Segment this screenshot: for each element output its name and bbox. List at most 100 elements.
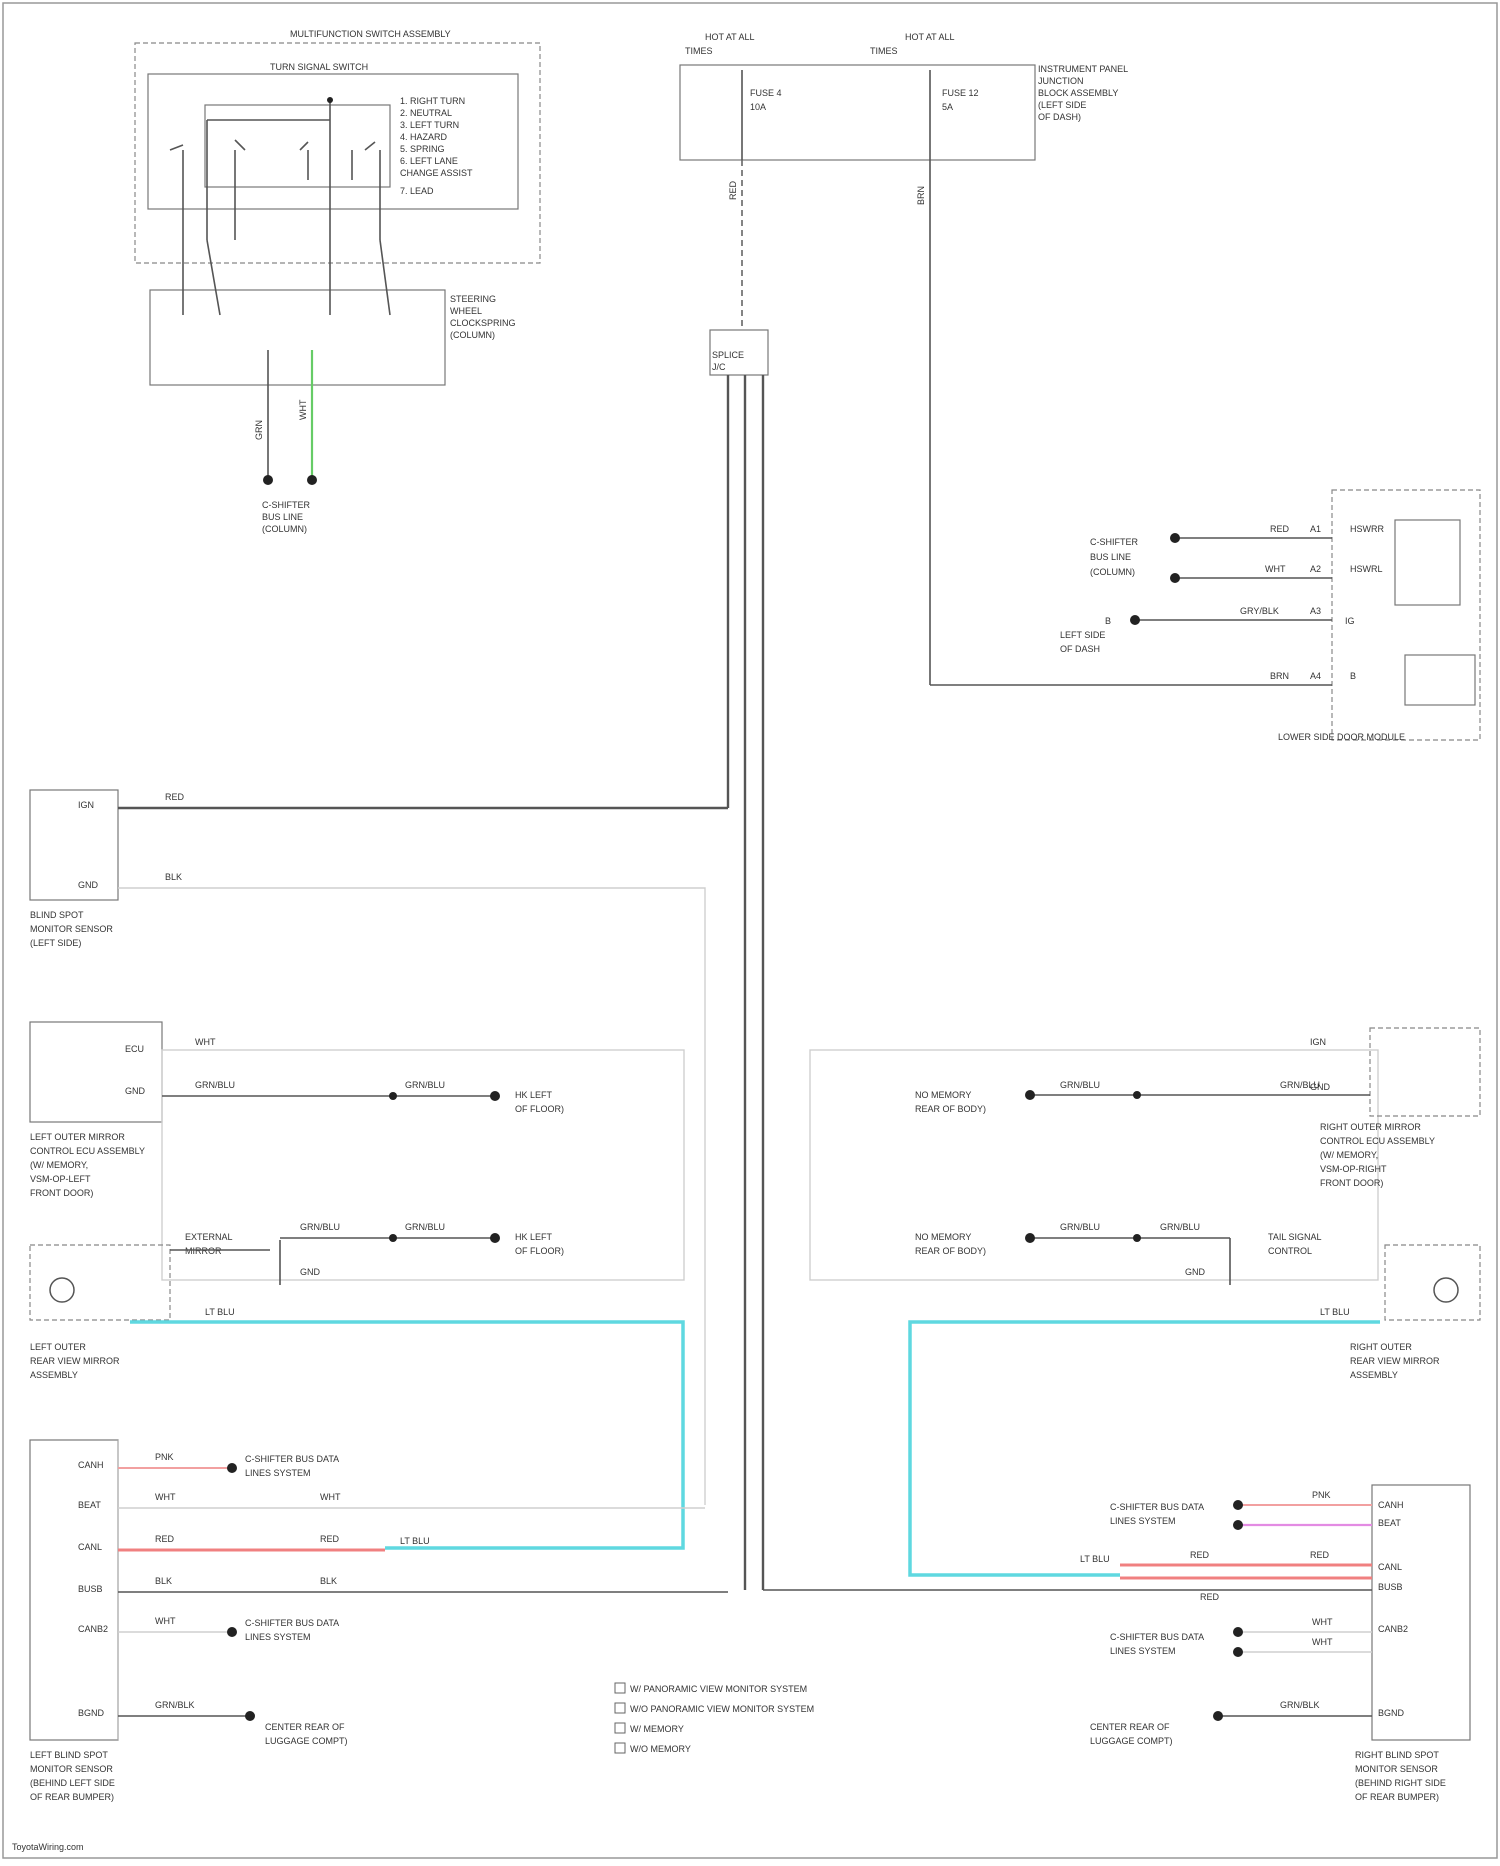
svg-text:LEFT OUTER MIRROR: LEFT OUTER MIRROR — [30, 1132, 125, 1142]
svg-text:RIGHT BLIND SPOT: RIGHT BLIND SPOT — [1355, 1750, 1439, 1760]
right-radar-wire-wht1: WHT — [1312, 1617, 1333, 1627]
right-cyan-wire — [910, 1322, 1380, 1575]
blind-spot-left-box — [30, 790, 118, 900]
left-ecu-pin-2: GND — [125, 1086, 146, 1096]
left-radar-mid-wht: WHT — [320, 1492, 341, 1502]
svg-text:(LEFT SIDE): (LEFT SIDE) — [30, 938, 81, 948]
door-module-inner — [1395, 520, 1460, 605]
svg-text:3. LEFT TURN: 3. LEFT TURN — [400, 120, 459, 130]
left-cyan-wire — [130, 1322, 683, 1548]
svg-text:HK LEFT: HK LEFT — [515, 1090, 553, 1100]
svg-text:6. LEFT LANE: 6. LEFT LANE — [400, 156, 458, 166]
svg-text:LEFT BLIND SPOT: LEFT BLIND SPOT — [30, 1750, 108, 1760]
left-ecu-right-label: HK LEFT OF FLOOR) — [515, 1090, 564, 1114]
left-radar-box — [30, 1440, 118, 1740]
module-pin-4: A4 — [1310, 671, 1321, 681]
svg-text:J/C: J/C — [712, 362, 726, 372]
module-pin-name-4: B — [1350, 671, 1356, 681]
blind-spot-gnd-wire — [118, 888, 705, 1505]
module-wire-label-4: BRN — [1270, 671, 1289, 681]
svg-text:WHEEL: WHEEL — [450, 306, 482, 316]
terminal-dot — [1233, 1647, 1243, 1657]
svg-text:(COLUMN): (COLUMN) — [262, 524, 307, 534]
terminal-dot — [307, 475, 317, 485]
switch-legend: 1. RIGHT TURN 2. NEUTRAL 3. LEFT TURN 4.… — [400, 96, 473, 196]
left-radar-wire-red: RED — [155, 1534, 175, 1544]
right-mirror-gnd: GND — [1185, 1267, 1206, 1277]
svg-text:OF REAR BUMPER): OF REAR BUMPER) — [1355, 1792, 1439, 1802]
svg-text:FRONT DOOR): FRONT DOOR) — [1320, 1178, 1383, 1188]
svg-text:MONITOR SENSOR: MONITOR SENSOR — [30, 1764, 113, 1774]
left-mirror-gnd: GND — [300, 1267, 321, 1277]
left-mirror-ecu-label: LEFT OUTER MIRROR CONTROL ECU ASSEMBLY (… — [30, 1132, 145, 1198]
right-mirror-cyan-label: LT BLU — [1320, 1307, 1350, 1317]
svg-text:BGND: BGND — [1378, 1708, 1405, 1718]
module-wire-label-3: GRY/BLK — [1240, 606, 1279, 616]
door-module-label: LOWER SIDE DOOR MODULE — [1278, 732, 1405, 742]
svg-text:REAR VIEW MIRROR: REAR VIEW MIRROR — [30, 1356, 120, 1366]
right-radar-wire-red3: RED — [1200, 1592, 1220, 1602]
svg-text:ASSEMBLY: ASSEMBLY — [1350, 1370, 1398, 1380]
svg-text:INSTRUMENT PANEL: INSTRUMENT PANEL — [1038, 64, 1128, 74]
left-mirror-ecu-box — [30, 1022, 162, 1122]
right-radar-wire-wht2: WHT — [1312, 1637, 1333, 1647]
right-mirror-left-label: NO MEMORY REAR OF BODY) — [915, 1232, 986, 1256]
blind-spot-wire-red: RED — [165, 792, 185, 802]
svg-text:CENTER REAR OF: CENTER REAR OF — [1090, 1722, 1170, 1732]
right-radar-ground-label: CENTER REAR OF LUGGAGE COMPT) — [1090, 1722, 1173, 1746]
wire-label-wht: WHT — [298, 399, 308, 420]
svg-text:BUSB: BUSB — [78, 1584, 103, 1594]
svg-text:TIMES: TIMES — [685, 46, 713, 56]
svg-text:1. RIGHT TURN: 1. RIGHT TURN — [400, 96, 465, 106]
svg-text:BGND: BGND — [78, 1708, 105, 1718]
switch-contacts — [170, 97, 380, 240]
terminal-dot — [1170, 533, 1180, 543]
svg-text:CLOCKSPRING: CLOCKSPRING — [450, 318, 516, 328]
svg-text:OF DASH: OF DASH — [1060, 644, 1100, 654]
switch-inner-box — [205, 105, 390, 187]
svg-text:OF REAR BUMPER): OF REAR BUMPER) — [30, 1792, 114, 1802]
clockspring-box — [150, 290, 445, 385]
svg-text:LINES SYSTEM: LINES SYSTEM — [1110, 1516, 1176, 1526]
module-ground-label: LEFT SIDE OF DASH — [1060, 630, 1105, 654]
svg-text:FUSE 4: FUSE 4 — [750, 88, 782, 98]
right-radar-cyan-label: LT BLU — [1080, 1554, 1110, 1564]
svg-text:REAR VIEW MIRROR: REAR VIEW MIRROR — [1350, 1356, 1440, 1366]
left-radar-wire-pnk: PNK — [155, 1452, 174, 1462]
svg-text:C-SHIFTER: C-SHIFTER — [1090, 537, 1138, 547]
splice-label: SPLICE J/C — [712, 350, 744, 372]
svg-text:OF FLOOR): OF FLOOR) — [515, 1246, 564, 1256]
module-pin-name-1: HSWRR — [1350, 524, 1384, 534]
right-radar-wire-red2: RED — [1310, 1550, 1330, 1560]
left-radar-mid-blk: BLK — [320, 1576, 337, 1586]
left-mirror-assembly-box — [30, 1245, 170, 1320]
svg-text:5A: 5A — [942, 102, 953, 112]
svg-text:CONTROL: CONTROL — [1268, 1246, 1312, 1256]
svg-text:HOT AT ALL: HOT AT ALL — [905, 32, 955, 42]
svg-text:CANH: CANH — [1378, 1500, 1404, 1510]
svg-text:CANB2: CANB2 — [1378, 1624, 1408, 1634]
module-pin-3: A3 — [1310, 606, 1321, 616]
wire-label-brn: BRN — [916, 186, 926, 205]
svg-text:5. SPRING: 5. SPRING — [400, 144, 445, 154]
svg-text:BEAT: BEAT — [1378, 1518, 1401, 1528]
right-mirror-wire-label-1: GRN/BLU — [1060, 1222, 1100, 1232]
svg-text:BUS LINE: BUS LINE — [1090, 552, 1131, 562]
footer-text: ToyotaWiring.com — [12, 1842, 84, 1852]
fuse1-text: FUSE 4 10A — [750, 88, 782, 112]
terminal-dot — [1233, 1520, 1243, 1530]
svg-text:(COLUMN): (COLUMN) — [1090, 567, 1135, 577]
turn-signal-switch-box — [148, 74, 518, 209]
left-radar-ground-label: CENTER REAR OF LUGGAGE COMPT) — [265, 1722, 348, 1746]
terminal-dot — [263, 475, 273, 485]
splice-dot — [389, 1234, 397, 1242]
left-ecu-pin-1: ECU — [125, 1044, 144, 1054]
svg-text:NO MEMORY: NO MEMORY — [915, 1090, 971, 1100]
multifunction-switch-title: MULTIFUNCTION SWITCH ASSEMBLY — [290, 29, 451, 39]
terminal-dot — [1233, 1500, 1243, 1510]
svg-text:CANL: CANL — [1378, 1562, 1402, 1572]
clockspring-ground-label: C-SHIFTER BUS LINE (COLUMN) — [262, 500, 310, 534]
left-radar-wire-wht: WHT — [155, 1492, 176, 1502]
svg-text:LEFT SIDE: LEFT SIDE — [1060, 630, 1105, 640]
svg-text:VSM-OP-RIGHT: VSM-OP-RIGHT — [1320, 1164, 1387, 1174]
